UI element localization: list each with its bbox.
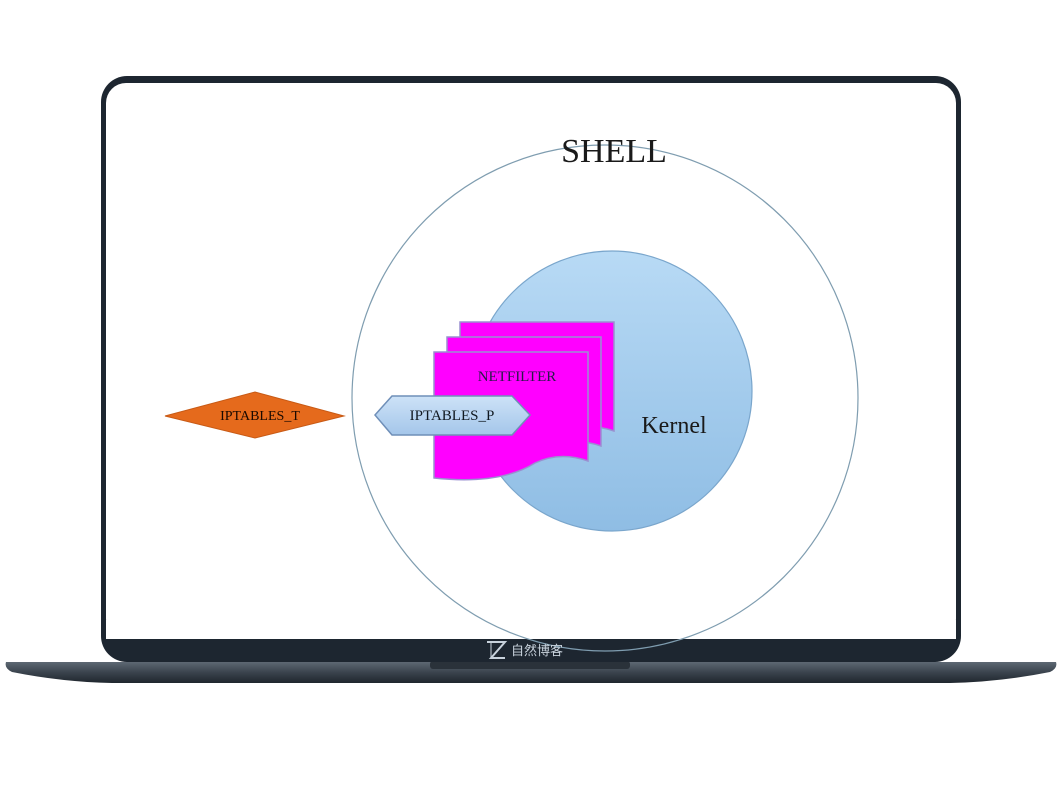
iptables-p-label: IPTABLES_P bbox=[410, 408, 495, 424]
iptables-p-shape bbox=[374, 395, 532, 436]
netfilter-label: NETFILTER bbox=[478, 369, 557, 385]
brand-z-icon bbox=[487, 641, 508, 659]
laptop-base bbox=[5, 662, 1057, 683]
laptop-hinge-notch bbox=[430, 661, 630, 669]
brand-text: 自然博客 bbox=[511, 643, 563, 659]
kernel-label: Kernel bbox=[641, 413, 707, 439]
shell-circle bbox=[351, 144, 859, 652]
brand-logo: 自然博客 bbox=[487, 641, 563, 659]
iptables-t-label: IPTABLES_T bbox=[220, 409, 300, 424]
shell-label: SHELL bbox=[561, 133, 667, 170]
laptop-screen-bottom-fill bbox=[106, 620, 956, 639]
iptables-t-diamond bbox=[164, 391, 346, 439]
